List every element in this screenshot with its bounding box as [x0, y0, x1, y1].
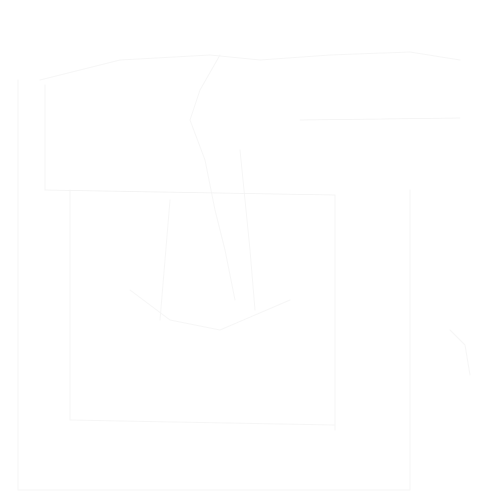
trace-right-detail [449, 329, 471, 376]
trace-center-figure-4 [129, 289, 291, 331]
trace-top-stroke-2 [189, 54, 221, 121]
trace-center-figure-3 [159, 199, 171, 321]
trace-upper-right-horizontal [299, 117, 461, 121]
trace-top-stroke-3 [259, 51, 461, 61]
trace-mid-horizontal [44, 189, 336, 196]
trace-center-figure-1 [189, 119, 236, 301]
trace-center-figure-2 [239, 149, 256, 311]
trace-top-stroke-1 [39, 54, 261, 81]
trace-lower-band [69, 419, 336, 426]
